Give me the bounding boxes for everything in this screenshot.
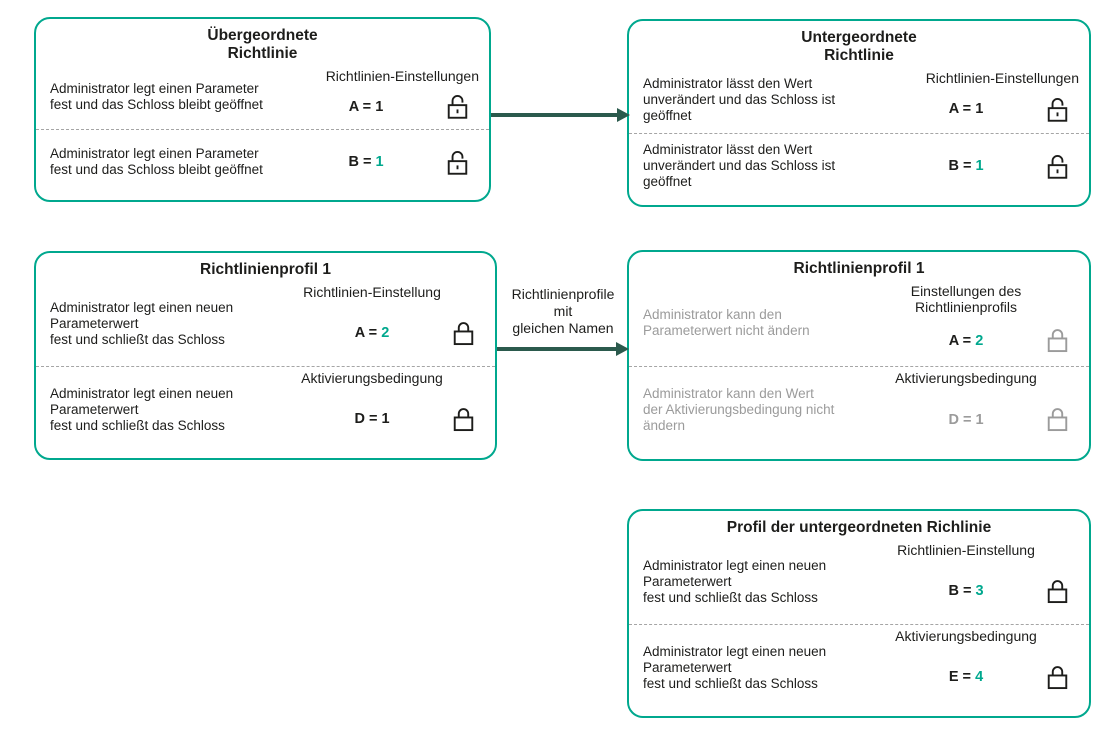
closed-lock-icon [450, 320, 477, 347]
policy-profile-box: Richtlinienprofil 1 Richtlinien-Einstell… [34, 251, 497, 460]
box-title: Übergeordnete Richtlinie [207, 27, 318, 62]
row-subheader: Richtlinien-Einstellung [303, 284, 441, 300]
parameter-value: B = 1 [348, 154, 383, 170]
parameter-value: A = 2 [949, 333, 984, 349]
row-description: Administrator legt einen neuen Parameter… [643, 643, 827, 691]
box-title: Richtlinienprofil 1 [793, 260, 925, 277]
policy-setting-row: Richtlinien-Einstellung Administrator le… [629, 539, 1089, 624]
row-description: Administrator legt einen Parameter fest … [50, 81, 263, 112]
parameter-number: 1 [375, 98, 384, 115]
parameter-number: 2 [381, 325, 390, 341]
activation-condition-row: Aktivierungsbedingung Administrator legt… [36, 366, 495, 452]
arrow-head-icon [616, 342, 629, 356]
parameter-name: A = [948, 332, 976, 349]
parameter-number: 1 [975, 101, 984, 118]
parameter-number: 2 [975, 332, 984, 349]
parameter-value: B = 1 [948, 158, 983, 174]
policy-setting-row: Administrator lässt den Wert unverändert… [629, 132, 1089, 200]
open-lock-icon [444, 149, 471, 176]
arrow-shaft [491, 113, 617, 117]
box-title: Profil der untergeordneten Richlinie [726, 519, 992, 536]
parent-policy-box: Übergeordnete Richtlinie Richtlinien-Ein… [34, 17, 491, 202]
policy-setting-row: Richtlinien-Einstellungen Administrator … [629, 67, 1089, 133]
row-subheader: Richtlinien-Einstellung [897, 542, 1035, 558]
row-subheader: Richtlinien-Einstellungen [925, 70, 1079, 86]
parameter-name: D = [354, 411, 382, 427]
parameter-name: D = [948, 411, 976, 428]
parameter-number: 1 [975, 411, 984, 428]
row-description: Administrator legt einen neuen Parameter… [50, 299, 234, 347]
activation-condition-row: Aktivierungsbedingung Administrator kann… [629, 366, 1089, 453]
inherited-policy-profile-box: Richtlinienprofil 1 Einstellungen des Ri… [627, 250, 1091, 461]
row-description: Administrator kann den Wert der Aktivier… [643, 386, 835, 433]
row-subheader: Aktivierungsbedingung [895, 628, 1037, 644]
closed-lock-icon [1044, 664, 1071, 691]
parameter-value: B = 3 [948, 583, 983, 599]
parameter-name: A = [348, 98, 376, 115]
parameter-value: D = 1 [948, 412, 983, 428]
parameter-number: 1 [975, 158, 984, 175]
parent-to-child-arrow [491, 108, 630, 122]
parameter-number: 1 [375, 154, 384, 170]
child-policy-profile-box: Profil der untergeordneten Richlinie Ric… [627, 509, 1091, 718]
parameter-name: A = [948, 101, 976, 118]
closed-lock-icon [1044, 406, 1071, 433]
row-description: Administrator lässt den Wert unverändert… [643, 75, 836, 123]
row-description: Administrator kann den Parameterwert nic… [643, 307, 810, 338]
parameter-number: 3 [975, 583, 984, 599]
parameter-value: D = 1 [354, 411, 389, 427]
parameter-value: A = 1 [349, 99, 384, 115]
row-description: Administrator legt einen Parameter fest … [50, 146, 263, 177]
arrow-head-icon [617, 108, 630, 122]
parameter-number: 4 [975, 669, 984, 685]
row-subheader: Aktivierungsbedingung [895, 370, 1037, 386]
child-policy-box: Untergeordnete Richtlinie Richtlinien-Ei… [627, 19, 1091, 207]
parameter-name: B = [948, 158, 976, 175]
closed-lock-icon [1044, 578, 1071, 605]
policy-setting-row: Einstellungen des Richtlinienprofils Adm… [629, 280, 1089, 366]
open-lock-icon [444, 93, 471, 120]
parameter-number: 1 [381, 411, 390, 427]
parameter-name: A = [354, 325, 382, 341]
profile-arrow-label: Richtlinienprofile mit gleichen Namen [511, 286, 615, 336]
activation-condition-row: Aktivierungsbedingung Administrator legt… [629, 624, 1089, 710]
policy-setting-row: Richtlinien-Einstellungen Administrator … [36, 65, 489, 129]
row-subheader: Richtlinien-Einstellungen [325, 68, 479, 84]
box-title: Richtlinienprofil 1 [200, 261, 331, 278]
row-subheader: Einstellungen des Richtlinienprofils [910, 283, 1022, 315]
open-lock-icon [1044, 153, 1071, 180]
row-description: Administrator lässt den Wert unverändert… [643, 142, 836, 190]
box-title: Untergeordnete Richtlinie [801, 29, 917, 64]
parameter-name: B = [348, 154, 376, 170]
closed-lock-icon [450, 406, 477, 433]
row-description: Administrator legt einen neuen Parameter… [50, 385, 234, 433]
profile-to-profile-arrow [497, 342, 629, 356]
row-description: Administrator legt einen neuen Parameter… [643, 557, 827, 605]
parameter-value: A = 1 [949, 101, 984, 117]
parameter-value: A = 2 [355, 325, 390, 341]
parameter-value: E = 4 [949, 669, 983, 685]
arrow-shaft [497, 347, 616, 351]
policy-setting-row: Administrator legt einen Parameter fest … [36, 129, 489, 194]
parameter-name: E = [948, 669, 976, 685]
closed-lock-icon [1044, 327, 1071, 354]
row-subheader: Aktivierungsbedingung [301, 370, 443, 386]
open-lock-icon [1044, 96, 1071, 123]
policy-setting-row: Richtlinien-Einstellung Administrator le… [36, 281, 495, 366]
parameter-name: B = [948, 583, 976, 599]
